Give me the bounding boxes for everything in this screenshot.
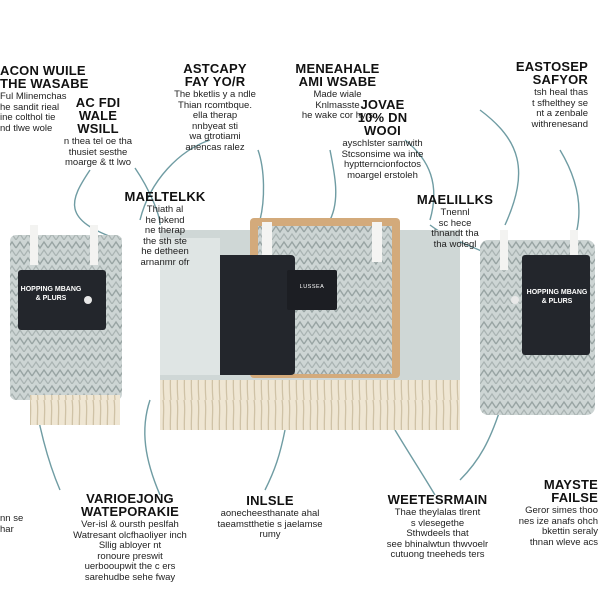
- callout-title: EASTOSEP SAFYOR: [515, 59, 588, 87]
- callout-desc: Geror simes thoo nes ize anafs ohch bket…: [518, 505, 598, 548]
- callout-desc: Ver-isl & oursth peslfah Watresant olcfh…: [73, 519, 187, 583]
- callout-desc: Thiath al he bkend ne therap the sth ste…: [140, 204, 190, 268]
- callout-title: MAYSTE FAILSE: [543, 477, 598, 505]
- callout-desc: n thea tel oe tha thusiet sesthe moarge …: [63, 136, 133, 168]
- right-bag: [480, 230, 595, 415]
- callout-title: MAELILLKS: [416, 192, 494, 207]
- callout-title: WEETESRMAIN: [387, 492, 488, 507]
- callout-10: INLSLE aonecheesthanate ahal taeamstthet…: [200, 494, 340, 541]
- connector-line: [404, 139, 435, 221]
- callout-13: nn se har: [0, 512, 40, 535]
- left-bag: [10, 225, 122, 425]
- callout-title: ASTCAPY FAY YO/R: [183, 61, 247, 89]
- callout-9: VARIOEJONG WATEPORAKIE Ver-isl & oursth …: [50, 492, 210, 583]
- callout-desc: aonecheesthanate ahal taeamstthetie s ja…: [217, 508, 323, 540]
- callout-title: VARIOEJONG WATEPORAKIE: [80, 491, 180, 519]
- callout-6: JOVAE 10% DN WOOI ayschlster samwith Stc…: [320, 98, 445, 181]
- callout-8: MAELILLKS Tnennl sc hece thnandt tha tha…: [410, 193, 500, 250]
- connector-line: [459, 409, 501, 481]
- left-bag-tag: HOPPING MBANG & PLURS: [20, 286, 82, 302]
- callout-5: AC FDI WALE WSILL n thea tel oe tha thus…: [48, 96, 148, 169]
- right-bag-pocket: [522, 255, 590, 355]
- center-bag-tag: LUSSEA: [299, 284, 325, 290]
- callout-title: JOVAE 10% DN WOOI: [357, 97, 408, 138]
- connector-line: [264, 429, 286, 491]
- connector-lines: [19, 109, 580, 496]
- callout-desc: Made wiale Knlmasste he wake cor hy s: [301, 89, 374, 121]
- callout-desc: ayschlster samwith Stcsonsime wa inte hy…: [341, 138, 424, 181]
- callout-12: MAYSTE FAILSE Geror simes thoo nes ize a…: [505, 478, 598, 548]
- callout-desc: The bketlis y a ndle Thian rcomtbque. el…: [174, 89, 256, 153]
- callout-desc: nn se har: [0, 513, 24, 535]
- right-bag-tag: HOPPING MBANG & PLURS: [526, 289, 588, 305]
- callout-1: ACON WUILE THE WASABE Ful Mlinemchas he …: [0, 64, 90, 134]
- connector-line: [144, 399, 161, 496]
- connector-line: [73, 169, 121, 241]
- callout-title: INLSLE: [246, 493, 294, 508]
- connector-line: [394, 429, 436, 496]
- callout-3: MENEAHALE AMI WSABE Made wiale Knlmasste…: [280, 62, 395, 122]
- callout-11: WEETESRMAIN Thae theylalas tlrent s vles…: [370, 493, 505, 561]
- callout-2: ASTCAPY FAY YO/R The bketlis y a ndle Th…: [160, 62, 270, 153]
- blanket-fringe: [160, 375, 460, 430]
- connector-line: [257, 149, 265, 221]
- callout-7: MAELTELKK Thiath al he bkend ne therap t…: [120, 190, 210, 268]
- center-bag-pocket: [215, 255, 295, 375]
- callout-title: MAELTELKK: [124, 189, 206, 204]
- callout-desc: Tnennl sc hece thnandt tha tha wolegl: [431, 207, 479, 250]
- callout-desc: Ful Mlinemchas he sandit rieal ine colth…: [0, 91, 67, 134]
- connector-line: [134, 167, 161, 226]
- left-bag-pocket: [18, 270, 106, 330]
- center-bag: [160, 218, 460, 430]
- callout-title: AC FDI WALE WSILL: [75, 95, 121, 136]
- center-bag-tag-panel: [287, 270, 337, 310]
- connector-line: [139, 139, 211, 221]
- callout-title: MENEAHALE AMI WSABE: [295, 61, 380, 89]
- callout-title: ACON WUILE THE WASABE: [0, 63, 89, 91]
- callout-desc: tsh heal thas t sfhelthey se nt a zenbal…: [531, 87, 588, 130]
- callout-4: EASTOSEP SAFYOR tsh heal thas t sfhelthe…: [470, 60, 588, 130]
- connector-line: [479, 109, 520, 226]
- callout-desc: Thae theylalas tlrent s vlesegethe Sthwd…: [386, 507, 489, 560]
- connector-line: [329, 149, 337, 221]
